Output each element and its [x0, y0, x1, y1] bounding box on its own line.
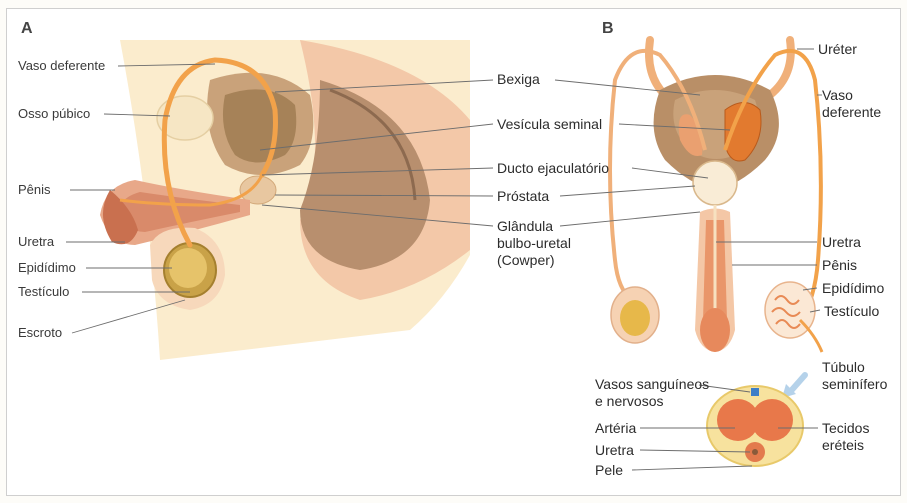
- label-vaso-b-2: deferente: [822, 105, 881, 120]
- leader-glandula-b: [560, 212, 700, 226]
- penis-cross-section: [707, 375, 805, 466]
- testis-b-left-core: [620, 300, 650, 336]
- label-bexiga: Bexiga: [497, 72, 540, 87]
- leader-pele: [632, 466, 752, 470]
- label-testiculo-b: Testículo: [824, 304, 879, 319]
- label-uretra-c: Uretra: [595, 443, 634, 458]
- label-penis-b: Pênis: [822, 258, 857, 273]
- label-testiculo-a: Testículo: [18, 285, 69, 299]
- label-ducto-ejaculatorio: Ducto ejaculatório: [497, 161, 609, 176]
- frontal-view: [610, 40, 822, 352]
- label-penis-a: Pênis: [18, 183, 51, 197]
- panel-a-letter: A: [21, 20, 33, 38]
- section-urethra: [752, 449, 758, 455]
- section-cavernosum-right: [751, 399, 793, 441]
- section-arrow: [790, 375, 805, 392]
- label-glandula-3: (Cowper): [497, 253, 555, 268]
- testis-a-core: [169, 248, 207, 288]
- label-epididimo-a: Epidídimo: [18, 261, 76, 275]
- prostate-b: [693, 161, 737, 205]
- section-vessels: [751, 388, 759, 396]
- label-osso-pubico: Osso púbico: [18, 107, 90, 121]
- label-glandula-1: Glândula: [497, 219, 553, 234]
- label-arteria: Artéria: [595, 421, 636, 436]
- label-tecidos-2: eréteis: [822, 438, 864, 453]
- panel-b-letter: B: [602, 20, 614, 38]
- label-glandula-2: bulbo-uretal: [497, 236, 571, 251]
- label-uretra-a: Uretra: [18, 235, 54, 249]
- label-vesicula-seminal: Vesícula seminal: [497, 117, 602, 132]
- sagittal-section: [100, 40, 470, 360]
- label-ureter: Uréter: [818, 42, 857, 57]
- label-epididimo-b: Epidídimo: [822, 281, 884, 296]
- label-vasos-2: e nervosos: [595, 394, 663, 409]
- label-tubulo-1: Túbulo: [822, 360, 865, 375]
- label-pele: Pele: [595, 463, 623, 478]
- leader-prostata-b: [560, 186, 695, 196]
- label-tubulo-2: seminífero: [822, 377, 887, 392]
- ureter-right: [770, 40, 791, 95]
- label-vaso-deferente-a: Vaso deferente: [18, 59, 105, 73]
- label-prostata: Próstata: [497, 189, 549, 204]
- glans-b: [700, 308, 730, 352]
- label-uretra-b: Uretra: [822, 235, 861, 250]
- label-escroto-a: Escroto: [18, 326, 62, 340]
- ureter-left: [649, 40, 665, 95]
- bladder-a-inner: [223, 89, 296, 162]
- label-tecidos-1: Tecidos: [822, 421, 869, 436]
- label-vaso-b-1: Vaso: [822, 88, 853, 103]
- label-vasos-1: Vasos sanguíneos: [595, 377, 709, 392]
